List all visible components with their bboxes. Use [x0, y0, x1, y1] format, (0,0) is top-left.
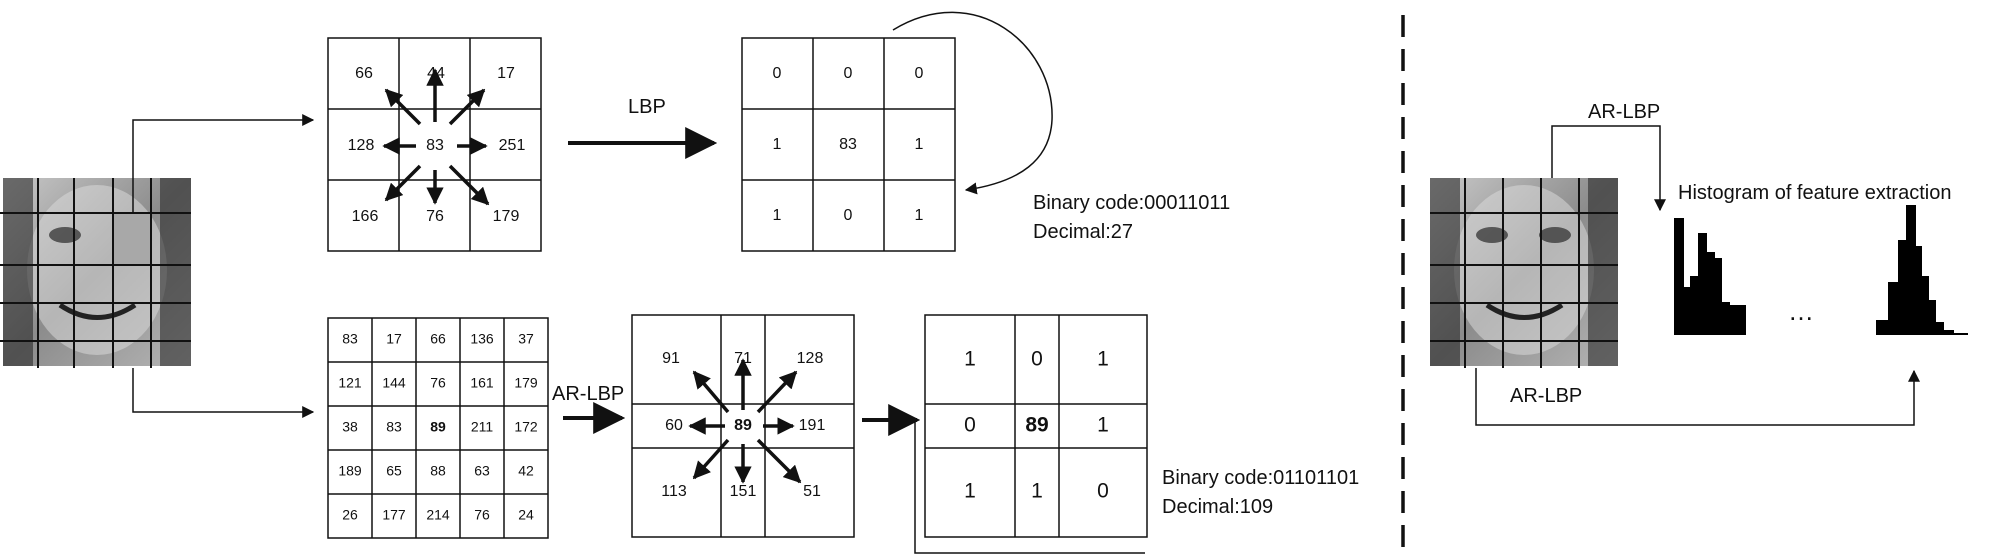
lbp-binary-code: Binary code:00011011: [1033, 192, 1230, 214]
grid-cell-value: 179: [493, 208, 520, 225]
arlbp-binary-values: 1 0 1 0 89 1 1 1 0: [964, 348, 1109, 503]
grid-cell-value: 76: [474, 507, 490, 523]
grid-cell-value: 179: [514, 375, 538, 391]
grid-cell-value: 214: [426, 507, 450, 523]
grid-cell-value: 172: [514, 419, 538, 435]
grid-cell-value: 83: [839, 136, 857, 153]
arlbp-5x5-grid: [327, 317, 549, 539]
grid-cell-value: 26: [342, 507, 358, 523]
grid-cell-value: 211: [471, 419, 494, 435]
grid-cell-value: 83: [426, 137, 444, 154]
grid-cell-value: 24: [518, 507, 534, 523]
arlbp-decimal: Decimal:109: [1162, 496, 1273, 518]
arlbp-top-arrow-icon: [1551, 125, 1666, 212]
grid-cell-value: 51: [803, 483, 821, 500]
face-photo-icon-right: [1430, 178, 1618, 366]
highlighted-patch: [113, 213, 151, 265]
grid-cell-value: 151: [730, 483, 757, 500]
grid-cell-value: 83: [386, 419, 402, 435]
connector-face-to-lbp: [132, 114, 315, 213]
grid-cell-value: 0: [915, 65, 924, 82]
grid-cell-value: 44: [427, 65, 445, 82]
connector-face-to-arlbp: [132, 368, 315, 418]
lbp-neighbor-arrows: [382, 68, 490, 206]
grid-cell-value: 128: [797, 350, 824, 367]
grid-cell-value: 1: [1031, 480, 1043, 503]
lbp-binary-grid: [741, 37, 956, 252]
grid-cell-value: 166: [352, 208, 379, 225]
face-photo-icon-left: [3, 178, 191, 366]
arlbp-bottom-arrow-icon: [1475, 368, 1920, 426]
arlbp-label-top: AR-LBP: [1588, 101, 1660, 123]
grid-cell-value: 60: [665, 417, 683, 434]
lbp-decimal: Decimal:27: [1033, 221, 1133, 243]
grid-cell-value: 121: [338, 375, 362, 391]
grid-cell-value: 37: [518, 331, 534, 347]
arlbp-3x3-values: 91 71 128 60 89 191 113 151 51: [661, 350, 825, 500]
grid-cell-value: 38: [342, 419, 358, 435]
grid-cell-value: 189: [338, 463, 362, 479]
arlbp-binary-grid: [924, 314, 1148, 538]
grid-cell-value: 191: [799, 417, 826, 434]
grid-cell-value: 66: [355, 65, 373, 82]
face-grid-left: [0, 178, 191, 368]
lbp-grid-values: 66 44 17 128 83 251 166 76 179: [348, 65, 526, 225]
circular-reading-arrow-icon: [892, 11, 1053, 195]
grid-cell-value: 76: [426, 208, 444, 225]
grid-cell-value: 177: [382, 507, 406, 523]
arlbp-label-mid: AR-LBP: [552, 383, 624, 405]
grid-cell-value: 17: [386, 331, 402, 347]
arlbp-neighbor-arrows: [688, 358, 802, 484]
grid-cell-value: 88: [430, 463, 446, 479]
grid-cell-value: 1: [1097, 348, 1109, 371]
histogram-title: Histogram of feature extraction: [1678, 182, 1951, 204]
grid-cell-value: 113: [661, 483, 687, 500]
grid-cell-value: 1: [773, 207, 782, 224]
grid-cell-value: 65: [386, 463, 402, 479]
grid-cell-value: 66: [430, 331, 446, 347]
arlbp-bracket: [914, 422, 1145, 554]
grid-cell-value: 1: [964, 348, 976, 371]
grid-cell-value: 71: [734, 350, 752, 367]
histogram-icon-left: [1674, 218, 1746, 335]
grid-cell-value: 63: [474, 463, 490, 479]
arlbp-5x5-values: 83 17 66 136 37 121 144 76 161 179 38 83 89 211 172 189…: [338, 331, 538, 523]
arlbp-binary-code: Binary code:01101101: [1162, 467, 1359, 489]
grid-cell-value: 17: [497, 65, 515, 82]
grid-cell-value: 0: [1031, 348, 1043, 371]
grid-cell-value: 42: [518, 463, 534, 479]
lbp-label: LBP: [628, 96, 666, 118]
grid-cell-value: 89: [734, 417, 752, 434]
grid-cell-value: 128: [348, 137, 375, 154]
grid-cell-value: 89: [1025, 414, 1048, 437]
grid-cell-value: 144: [382, 375, 406, 391]
face-grid-right: [1430, 178, 1618, 368]
grid-cell-value: 89: [430, 419, 446, 435]
grid-cell-value: 0: [773, 65, 782, 82]
grid-cell-value: 0: [964, 414, 976, 437]
histogram-icon-right: [1876, 205, 1968, 335]
grid-cell-value: 251: [499, 137, 526, 154]
grid-cell-value: 91: [662, 350, 680, 367]
grid-cell-value: 76: [430, 375, 446, 391]
arlbp-label-bottom: AR-LBP: [1510, 385, 1582, 407]
grid-cell-value: 0: [844, 65, 853, 82]
grid-cell-value: 1: [773, 136, 782, 153]
grid-cell-value: 161: [470, 375, 494, 391]
grid-cell-value: 1: [964, 480, 976, 503]
grid-cell-value: 1: [915, 136, 924, 153]
grid-cell-value: 1: [915, 207, 924, 224]
grid-cell-value: 0: [1097, 480, 1109, 503]
lbp-binary-values: 0 0 0 1 83 1 1 0 1: [773, 65, 924, 224]
grid-cell-value: 1: [1097, 414, 1109, 437]
grid-cell-value: 136: [470, 331, 494, 347]
grid-cell-value: 83: [342, 331, 358, 347]
grid-cell-value: 0: [844, 207, 853, 224]
histogram-ellipsis: …: [1788, 296, 1814, 326]
